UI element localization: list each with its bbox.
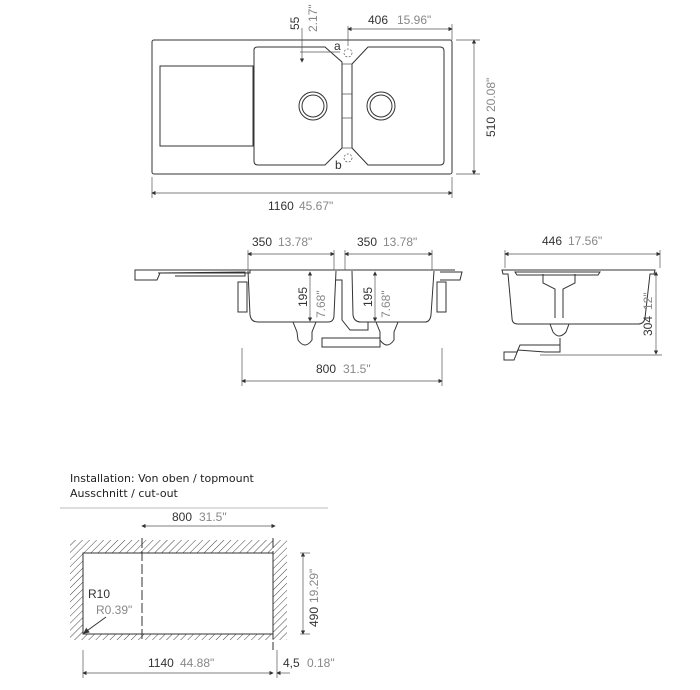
svg-text:0.18": 0.18"	[307, 656, 335, 670]
tap-hole-b	[343, 153, 353, 163]
svg-text:350: 350	[252, 235, 272, 249]
installation-label: Installation: Von oben / topmount	[70, 472, 255, 485]
svg-text:44.88": 44.88"	[180, 656, 214, 670]
radius-in-label: R0.39"	[96, 603, 132, 617]
svg-text:195: 195	[296, 287, 310, 307]
side-view: 350 13.78" 350 13.78" 195 7.68" 195 7.68…	[134, 235, 463, 386]
cutout-label: Ausschnitt / cut-out	[70, 487, 179, 500]
svg-text:1160: 1160	[268, 199, 294, 213]
tap-hole-b-label: b	[335, 158, 342, 172]
left-bowl	[253, 46, 343, 166]
cutout-outline	[82, 552, 274, 635]
right-drain	[366, 91, 396, 121]
svg-text:17.56": 17.56"	[568, 234, 602, 248]
svg-text:45.67": 45.67"	[299, 199, 333, 213]
svg-text:446: 446	[542, 234, 562, 248]
tap-hole-a-label: a	[334, 39, 341, 53]
svg-text:15.96": 15.96"	[397, 13, 431, 27]
svg-text:510: 510	[484, 117, 498, 137]
svg-text:800: 800	[172, 510, 192, 524]
cutout-section: Installation: Von oben / topmount Aussch…	[60, 472, 335, 678]
svg-text:800: 800	[316, 362, 336, 376]
svg-text:1140: 1140	[148, 656, 174, 670]
svg-text:55: 55	[288, 16, 302, 30]
dim-406: 406	[368, 13, 388, 27]
tap-hole-a	[343, 48, 353, 58]
svg-text:304: 304	[641, 316, 655, 336]
svg-text:2.17": 2.17"	[306, 4, 320, 32]
svg-text:12": 12"	[641, 292, 655, 310]
svg-text:7.68": 7.68"	[314, 290, 328, 318]
svg-text:31.5": 31.5"	[199, 510, 227, 524]
svg-text:7.68": 7.68"	[379, 290, 393, 318]
svg-text:490: 490	[307, 607, 321, 627]
right-bowl	[351, 46, 445, 166]
svg-text:13.78": 13.78"	[278, 235, 312, 249]
svg-text:31.5": 31.5"	[343, 362, 371, 376]
svg-text:350: 350	[357, 235, 377, 249]
svg-text:19.29": 19.29"	[307, 569, 321, 603]
end-view: 446 17.56" 304 12"	[501, 234, 662, 361]
svg-text:195: 195	[361, 287, 375, 307]
svg-text:4,5: 4,5	[283, 656, 300, 670]
drainboard	[159, 65, 254, 147]
svg-text:20.08": 20.08"	[484, 78, 498, 112]
top-view: a b 406 15.96" 55 2.17" 510 20.08" 1160 …	[151, 4, 498, 213]
svg-text:13.78": 13.78"	[383, 235, 417, 249]
radius-mm-label: R10	[88, 587, 110, 601]
left-drain	[298, 91, 328, 121]
